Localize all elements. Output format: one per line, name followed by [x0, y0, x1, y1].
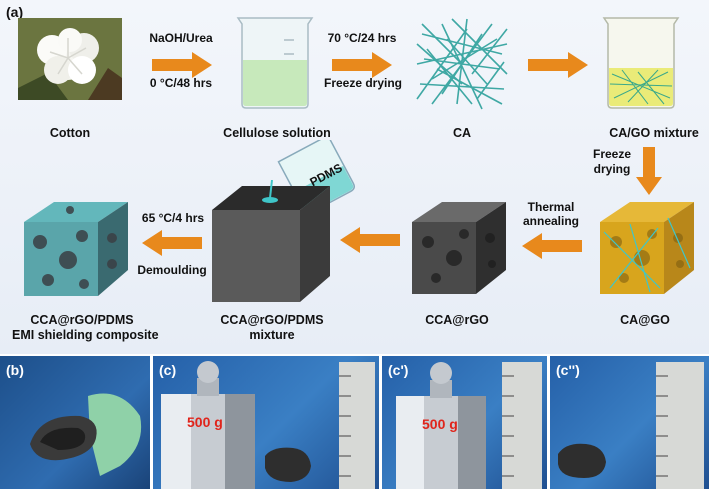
- arrow1-top-label: NaOH/Urea: [149, 31, 213, 45]
- ca-fiber-network-icon: [416, 18, 508, 110]
- mixture-box-icon: [212, 180, 330, 302]
- mould-top-label: 65 °C/4 hrs: [141, 211, 205, 225]
- panel-c-label: (c): [159, 362, 177, 378]
- arrow-down-icon: [636, 147, 662, 195]
- beaker-cellulose-icon: [236, 17, 314, 109]
- ca-label: CA: [452, 126, 472, 140]
- aerogel-ruler-illustration: [558, 362, 704, 489]
- composite-label-line1: CCA@rGO/PDMS: [30, 313, 134, 327]
- cotton-label: Cotton: [49, 126, 91, 140]
- cotton-photo: [18, 18, 122, 100]
- panel-b-label: (b): [6, 362, 24, 378]
- arrow-left-icon: [340, 227, 400, 253]
- mould-bottom-label: Demoulding: [137, 263, 207, 277]
- ca-go-cube-icon: [600, 202, 694, 294]
- cellulose-solution-label: Cellulose solution: [223, 126, 331, 140]
- panel-a-schematic: (a) Cotton NaOH/Urea 0 °C/48 hrs Cellulo…: [0, 0, 709, 354]
- mixture-label-line1: CCA@rGO/PDMS: [220, 313, 324, 327]
- arrow-left-icon: [142, 230, 202, 256]
- down-arrow-label-line1: Freeze: [592, 147, 632, 161]
- arrow-right-icon: [332, 52, 392, 78]
- ca-go-mixture-label: CA/GO mixture: [609, 126, 699, 140]
- photo-panel-c-double-prime: (c''): [550, 356, 709, 489]
- arrow-right-icon: [152, 52, 212, 78]
- photo-panel-b: (b): [0, 356, 150, 489]
- composite-label-line2: EMI shielding composite: [12, 328, 159, 342]
- cca-rgo-label: CCA@rGO: [425, 313, 489, 327]
- arrow1-bottom-label: 0 °C/48 hrs: [149, 76, 213, 90]
- panel-c-double-prime-label: (c''): [556, 362, 580, 378]
- weight-label-c: 500 g: [187, 414, 223, 430]
- arrow2-top-label: 70 °C/24 hrs: [327, 31, 397, 45]
- arrow2-bottom-label: Freeze drying: [323, 76, 403, 90]
- cca-rgo-cube-icon: [412, 202, 506, 294]
- mixture-label-line2: mixture: [249, 328, 295, 342]
- weight-label-c-prime: 500 g: [422, 416, 458, 432]
- photo-panel-c-prime: (c') 500 g: [382, 356, 547, 489]
- panel-a-label: (a): [6, 4, 24, 20]
- photo-panel-c: (c) 500 g: [153, 356, 379, 489]
- ca-go-label: CA@GO: [620, 313, 670, 327]
- arrow-left-icon: [522, 233, 582, 259]
- cotton-illustration: [18, 18, 122, 100]
- aerogel-hand-illustration: [30, 393, 142, 476]
- composite-cube-icon: [24, 202, 128, 296]
- thermal-label-line1: Thermal: [527, 200, 575, 214]
- weight-scene-illustration: [161, 361, 375, 489]
- down-arrow-label-line2: drying: [593, 162, 631, 176]
- beaker-ca-go-icon: [602, 17, 680, 109]
- panel-c-prime-label: (c'): [388, 362, 409, 378]
- weight-scene-illustration: [396, 362, 542, 489]
- thermal-label-line2: annealing: [522, 214, 579, 228]
- arrow-right-icon: [528, 52, 588, 78]
